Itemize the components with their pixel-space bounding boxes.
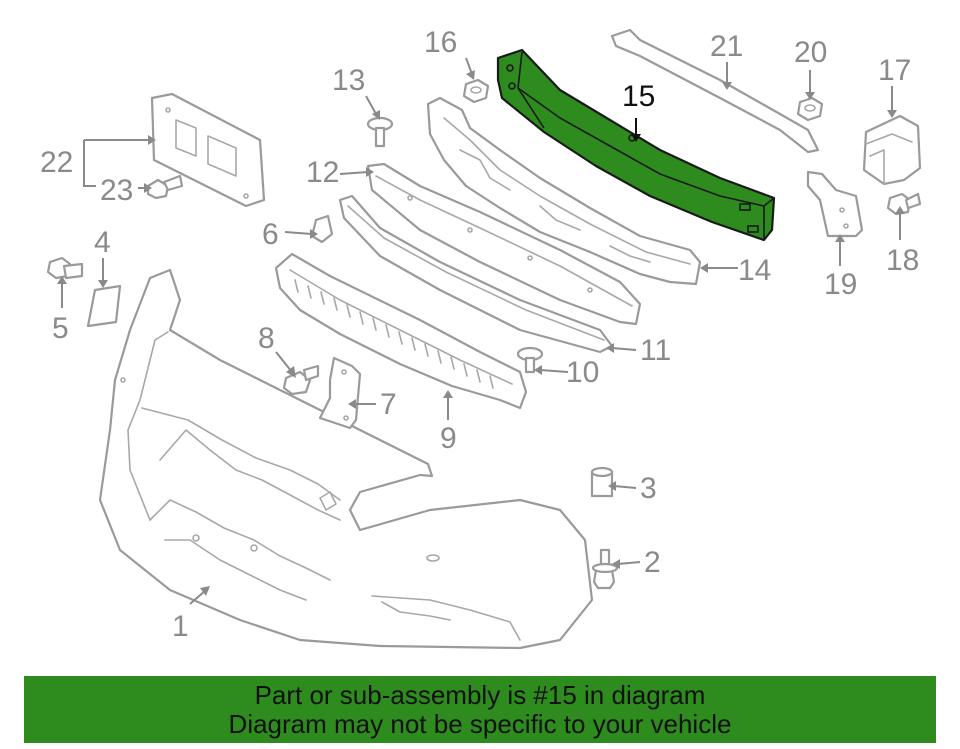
callout-20: 20 <box>794 36 827 69</box>
callout-19: 19 <box>824 268 857 301</box>
part-6-clip[interactable] <box>310 214 334 244</box>
arrowheads <box>57 70 905 596</box>
callout-7: 7 <box>380 388 397 421</box>
part-5-bolt[interactable] <box>46 256 84 280</box>
callout-9: 9 <box>440 422 457 455</box>
callout-21: 21 <box>710 30 743 63</box>
part-18-bolt[interactable] <box>886 192 922 216</box>
callout-4: 4 <box>94 226 111 259</box>
part-19-side-bracket[interactable] <box>806 170 864 238</box>
callout-3: 3 <box>640 472 657 505</box>
info-banner: Part or sub-assembly is #15 in diagram D… <box>24 676 936 743</box>
part-10-clip[interactable] <box>516 346 544 374</box>
callout-18: 18 <box>886 244 919 277</box>
part-17-mount-bracket[interactable] <box>862 114 922 186</box>
callout-15-highlighted: 15 <box>622 80 655 113</box>
part-9-grille-deflector[interactable] <box>274 252 528 410</box>
part-20-nut[interactable] <box>796 96 824 122</box>
part-16-nut[interactable] <box>462 78 490 104</box>
part-22-license-bracket[interactable] <box>150 92 266 208</box>
leader-lines <box>61 57 901 605</box>
part-15-reinforcement-bar[interactable] <box>496 48 776 242</box>
callout-6: 6 <box>262 218 279 251</box>
part-3-sleeve[interactable] <box>590 466 614 498</box>
banner-line-disclaimer: Diagram may not be specific to your vehi… <box>228 708 732 739</box>
callout-11: 11 <box>640 334 671 367</box>
part-8-bolt[interactable] <box>282 364 320 396</box>
part-12-retainer[interactable] <box>366 162 642 326</box>
part-1-bumper-cover[interactable] <box>98 268 594 650</box>
callout-14: 14 <box>738 254 771 287</box>
part-7-bracket[interactable] <box>318 356 362 430</box>
callout-5: 5 <box>52 312 69 345</box>
banner-line-part-number: Part or sub-assembly is #15 in diagram <box>254 679 706 710</box>
callout-23: 23 <box>100 174 133 207</box>
callout-8: 8 <box>258 322 275 355</box>
callout-12: 12 <box>306 156 339 189</box>
callout-2: 2 <box>644 546 661 579</box>
callout-1: 1 <box>172 610 189 643</box>
part-4-clip[interactable] <box>86 284 122 328</box>
part-13-clip[interactable] <box>366 116 394 148</box>
part-14-energy-absorber[interactable] <box>426 96 702 286</box>
callout-22: 22 <box>40 146 73 179</box>
callout-13: 13 <box>332 64 365 97</box>
callout-17: 17 <box>878 54 911 87</box>
part-2-bolt[interactable] <box>591 548 619 590</box>
part-21-support-stay[interactable] <box>610 28 820 154</box>
callout-labels: 1 2 3 4 5 6 7 8 9 10 11 12 13 14 15 16 1… <box>40 26 919 643</box>
part-23-screw[interactable] <box>146 174 184 200</box>
callout-16: 16 <box>424 26 457 59</box>
callout-10: 10 <box>566 356 599 389</box>
